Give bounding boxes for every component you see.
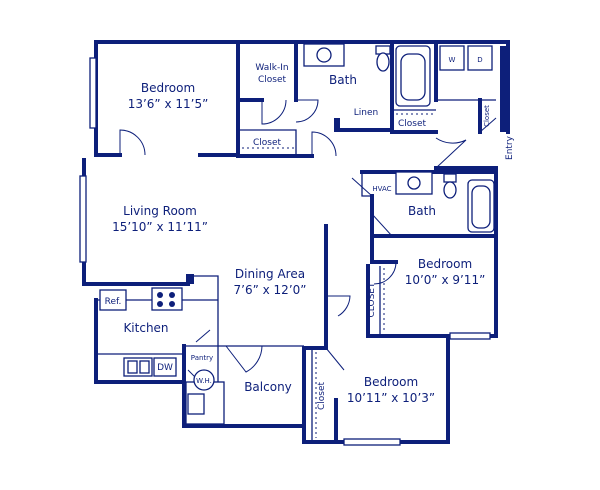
walls [82, 40, 510, 444]
door-bedroom-east [373, 261, 397, 285]
hvac-label: HVAC [372, 185, 391, 193]
window-bedroom-se [343, 438, 401, 446]
ref-box [99, 289, 127, 311]
bath-top-label: Bath [329, 73, 357, 87]
fixtures [99, 43, 506, 415]
dining-area-name: Dining Area [235, 267, 305, 281]
burner-3 [157, 301, 163, 307]
linen-label: Linen [354, 108, 378, 118]
dw-box [153, 357, 177, 377]
bedroom-east-name: Bedroom [418, 257, 472, 271]
wall-balcony-west [182, 344, 228, 428]
washer-label: W [449, 56, 456, 64]
burner-4 [169, 301, 175, 307]
range [151, 287, 183, 311]
dining-area-size: 7’6” x 12’0” [234, 283, 307, 297]
door-walkin [261, 99, 287, 125]
sink-bowl-1 [127, 360, 138, 374]
door-bath-mid [371, 213, 393, 237]
pantry-label: Pantry [191, 354, 213, 362]
tub-mid [467, 179, 495, 233]
toilet-bowl-top [376, 52, 390, 72]
wall-accent-east [500, 46, 506, 132]
balcony-label: Balcony [244, 380, 292, 394]
tub-mid-inner [471, 185, 491, 229]
wh-tank [193, 369, 215, 391]
basin-bath-top [316, 47, 332, 63]
door-bedroom-se [326, 295, 351, 317]
dw-label: DW [157, 363, 173, 373]
tub-top [395, 45, 431, 107]
window-bedroom-east [449, 332, 491, 340]
tub-top-inner [400, 53, 426, 101]
dryer-box [467, 45, 493, 71]
dryer-label: D [477, 56, 482, 64]
burner-2 [169, 292, 175, 298]
sink-bath-mid [395, 171, 433, 195]
door-entry [435, 137, 467, 169]
door-bedroom-nw [119, 129, 146, 156]
wall-kitchen-west [94, 298, 186, 384]
kitchen-label: Kitchen [123, 321, 168, 335]
living-room-name: Living Room [123, 204, 197, 218]
window-living [79, 175, 87, 263]
door-bath-top [295, 99, 319, 123]
partitions [79, 57, 496, 446]
door-balcony [225, 345, 263, 373]
door-hall [311, 131, 337, 157]
bedroom-se-size: 10’11” x 10’3” [347, 391, 435, 405]
hvac-unit-balcony [187, 393, 205, 415]
door-pantry [195, 329, 211, 343]
sink-bath-top [303, 43, 345, 67]
entry-label: Entry [505, 135, 515, 160]
closet-east-label: CLOSET [367, 282, 377, 317]
closet-se-label: Closet [317, 382, 327, 411]
toilet-tank-mid [443, 173, 457, 183]
linen-accent [334, 118, 340, 132]
wall-closet-east [366, 264, 450, 338]
closet-nw-bed-label: Closet [253, 138, 282, 148]
door-closet-se [325, 347, 345, 371]
bath-mid-label: Bath [408, 204, 436, 218]
bedroom-se-name: Bedroom [364, 375, 418, 389]
door-closet-entry [479, 117, 497, 133]
window-bedroom-nw [89, 57, 97, 129]
wall-north [236, 40, 510, 134]
bedroom-east-size: 10’0” x 9’11” [405, 273, 486, 287]
door-hvac [351, 177, 373, 197]
sink-bowl-2 [139, 360, 150, 374]
toilet-bowl-mid [443, 181, 457, 199]
wh-label: W.H. [196, 377, 212, 385]
closet-hall-label: Closet [398, 119, 427, 129]
burner-1 [157, 292, 163, 298]
walk-in-line1: Walk-In [255, 63, 288, 73]
ref-label: Ref. [105, 297, 122, 307]
bedroom-nw-size: 13’6” x 11’5” [128, 97, 209, 111]
walk-in-line2: Closet [258, 75, 287, 85]
basin-bath-mid [407, 176, 421, 190]
kitchen-sink [123, 357, 153, 377]
hvac-box [361, 172, 372, 197]
living-room-size: 15’10” x 11’11” [112, 220, 208, 234]
washer-box [439, 45, 465, 71]
closet-entry-label: Closet [483, 105, 491, 127]
doors [119, 99, 497, 383]
bedroom-nw-name: Bedroom [141, 81, 195, 95]
labels: Bedroom 13’6” x 11’5” Walk-In Closet Bat… [105, 56, 515, 410]
kitchen-counter-edge [188, 275, 219, 346]
column [186, 274, 194, 284]
closet-nw-bed-outline [237, 129, 297, 156]
